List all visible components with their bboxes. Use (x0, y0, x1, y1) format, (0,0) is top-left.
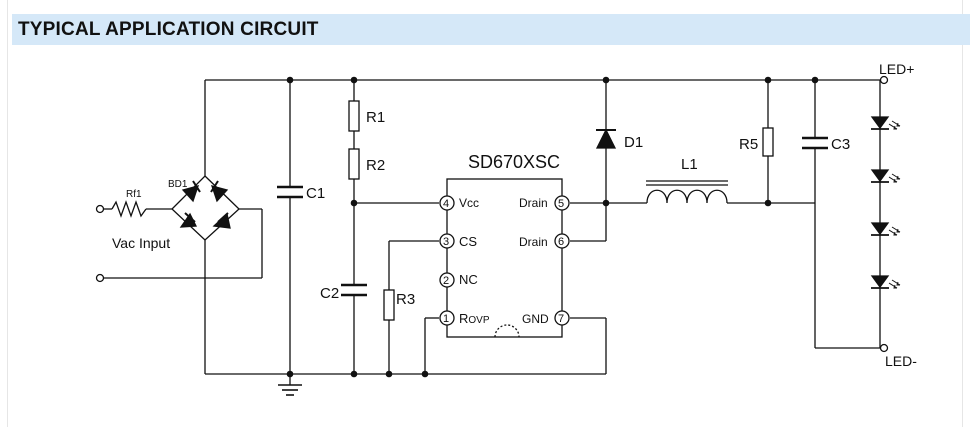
pin-num-4: 4 (443, 198, 449, 210)
pin-num-1: 1 (443, 313, 449, 325)
page-title: TYPICAL APPLICATION CIRCUIT (18, 19, 319, 40)
terminals (95, 75, 889, 353)
rf1-resistor (111, 200, 147, 218)
label-r3: R3 (396, 291, 415, 308)
led-string (870, 116, 901, 289)
pin-name-cs: CS (459, 234, 477, 249)
resistor-r5 (762, 127, 774, 157)
label-l1: L1 (681, 156, 698, 173)
pin-name-nc: NC (459, 272, 478, 287)
label-c2: C2 (320, 285, 339, 302)
label-ic: SD670XSC (468, 152, 560, 172)
ic-sd670xsc (439, 178, 570, 338)
pin-num-6: 6 (558, 236, 564, 248)
label-d1: D1 (624, 134, 643, 151)
capacitor-c1 (277, 185, 303, 199)
pin-num-2: 2 (443, 275, 449, 287)
label-bd1: BD1 (168, 179, 188, 190)
inductor-l1 (646, 180, 728, 204)
pin-name-vcc: Vcc (459, 196, 479, 210)
label-rf1: Rf1 (126, 189, 142, 200)
pin-num-5: 5 (558, 198, 564, 210)
page-border (7, 0, 963, 427)
capacitor-c2 (341, 283, 367, 297)
label-r1: R1 (366, 109, 385, 126)
label-led-plus: LED+ (879, 61, 914, 77)
pin-name-drain6: Drain (519, 235, 548, 249)
label-c3: C3 (831, 136, 850, 153)
pin-num-3: 3 (443, 236, 449, 248)
diode-d1 (595, 128, 617, 149)
pin-num-7: 7 (558, 313, 564, 325)
label-r5: R5 (739, 136, 758, 153)
led-3 (870, 222, 901, 236)
label-vac-input: Vac Input (112, 235, 170, 251)
led-1 (870, 116, 901, 130)
junction-dots (286, 76, 819, 378)
pin-name-rovp: ROVP (459, 311, 490, 326)
label-c1: C1 (306, 185, 325, 202)
label-led-minus: LED- (885, 353, 917, 369)
capacitor-c3 (802, 136, 828, 150)
resistor-r1 (348, 100, 360, 132)
led-4 (870, 275, 901, 289)
label-r2: R2 (366, 157, 385, 174)
resistor-r2 (348, 148, 360, 180)
pin-name-drain5: Drain (519, 196, 548, 210)
resistor-r3 (383, 289, 395, 321)
led-2 (870, 169, 901, 183)
title-bar: TYPICAL APPLICATION CIRCUIT (12, 14, 970, 45)
pin-name-gnd: GND (522, 312, 549, 326)
bridge-rectifier-bd1 (171, 175, 240, 241)
ground-symbol (278, 384, 302, 396)
